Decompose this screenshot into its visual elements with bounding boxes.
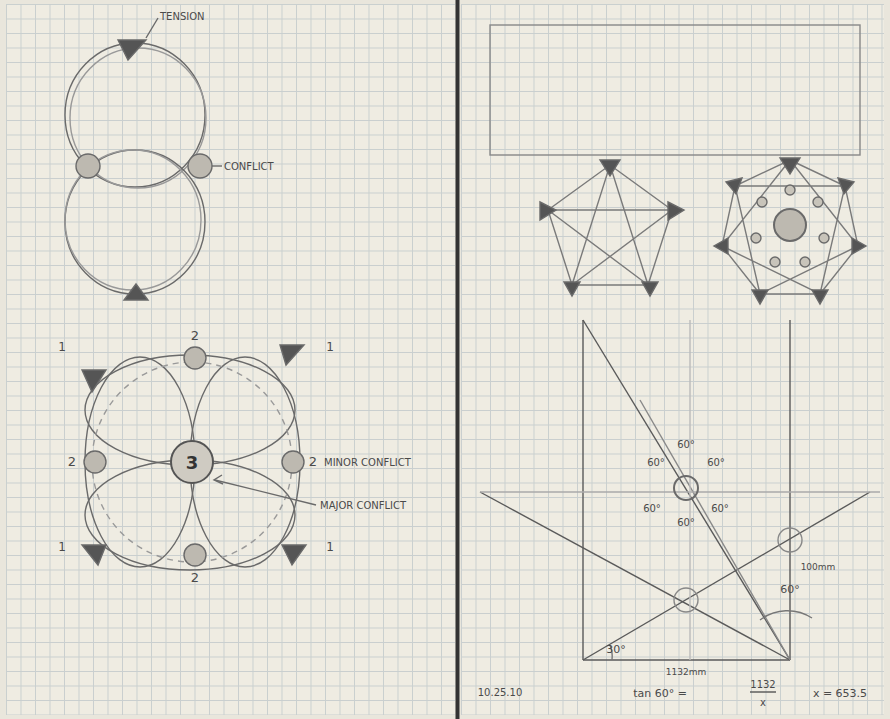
annotation: 100mm xyxy=(801,563,836,573)
callout-number: 2 xyxy=(191,571,199,585)
annotation: 60° xyxy=(707,457,725,468)
callout-number: 1 xyxy=(326,541,334,554)
annotation: 10.25.10 xyxy=(478,687,523,698)
callout-number: 1 xyxy=(58,541,66,554)
annotation: 60° xyxy=(643,503,661,514)
callout-number: 2 xyxy=(191,329,199,343)
callout-number: 3 xyxy=(186,452,199,473)
annotation: MAJOR CONFLICT xyxy=(320,500,406,511)
annotation: 60° xyxy=(711,503,729,514)
major-conflict-circle: 3 xyxy=(170,440,214,484)
annotation: 60° xyxy=(780,584,800,596)
annotation: 60° xyxy=(677,439,695,450)
callout-number: 2 xyxy=(68,455,76,469)
annotation: TENSION xyxy=(160,11,205,22)
callout-number: 2 xyxy=(309,455,317,469)
callout-number: 1 xyxy=(326,341,334,354)
annotation: x = 653.5 xyxy=(813,688,867,700)
annotation: x xyxy=(760,697,766,708)
annotation: 60° xyxy=(647,457,665,468)
annotation: MINOR CONFLICT xyxy=(324,457,411,468)
annotation: tan 60° = xyxy=(633,688,687,700)
annotation: 1132 xyxy=(750,679,775,690)
callout-number: 1 xyxy=(58,341,66,354)
annotation: 30° xyxy=(606,644,626,656)
annotation: 60° xyxy=(677,517,695,528)
annotation: CONFLICT xyxy=(224,161,274,172)
annotation: 1132mm xyxy=(666,668,706,678)
